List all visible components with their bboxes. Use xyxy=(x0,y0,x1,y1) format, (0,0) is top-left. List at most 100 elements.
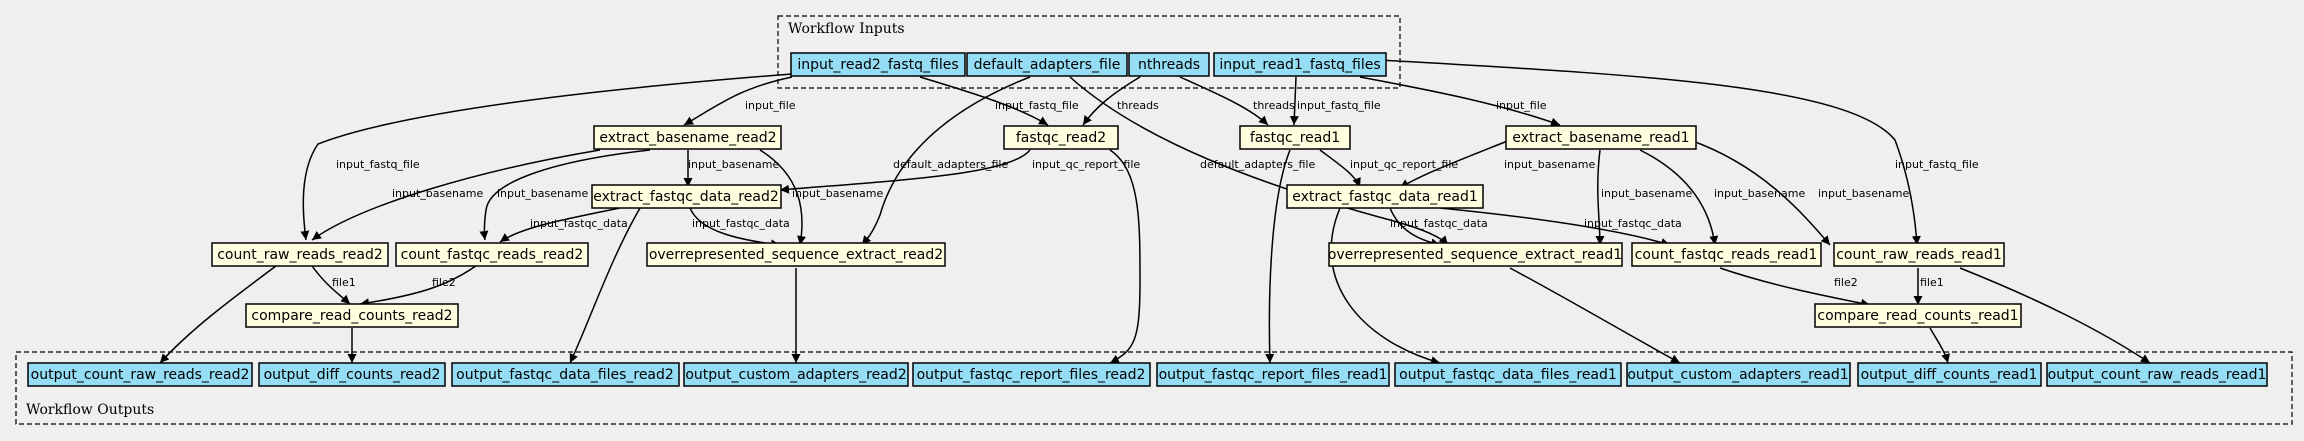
edge-nthreads-to-fastqc-read1 xyxy=(1179,76,1269,126)
edge-label-default-adapters-2: default_adapters_file xyxy=(893,158,1008,171)
edge-label-input-qc-report-file-1: input_qc_report_file xyxy=(1350,158,1458,171)
edge-label-file2-1: file2 xyxy=(1834,276,1858,289)
node-label: nthreads xyxy=(1138,57,1200,73)
edge-label-input-basename-count-raw2: input_basename xyxy=(392,187,483,200)
node-label: extract_fastqc_data_read1 xyxy=(1292,189,1478,205)
edge-compare1-to-diff-output1 xyxy=(1929,327,1950,364)
edge-label-input-file-1: input_file xyxy=(1496,99,1547,112)
node-label: compare_read_counts_read1 xyxy=(1817,308,2018,324)
node-compare-read-counts-read1[interactable]: compare_read_counts_read1 xyxy=(1814,303,2022,328)
edge-label-input-basename-count-raw1: input_basename xyxy=(1818,187,1909,200)
edge-basename1-to-extract-data1 xyxy=(1399,139,1511,189)
edge-label-input-fastq-file-count-raw1: input_fastq_file xyxy=(1895,158,1979,171)
node-label: output_diff_counts_read2 xyxy=(264,367,441,383)
edge-count-raw2-to-compare2 xyxy=(309,262,351,305)
edge-fastqc2-to-report-output2 xyxy=(1109,149,1141,364)
node-output-custom-adapters-read2[interactable]: output_custom_adapters_read2 xyxy=(683,362,909,387)
node-output-fastqc-report-files-read2[interactable]: output_fastqc_report_files_read2 xyxy=(912,362,1151,387)
edge-label-input-basename-count-fastqc2: input_basename xyxy=(497,187,588,200)
output-nodes: output_count_raw_reads_read2 output_diff… xyxy=(27,362,2268,387)
node-output-diff-counts-read2[interactable]: output_diff_counts_read2 xyxy=(258,362,446,387)
edge-label-input-basename-extract1: input_basename xyxy=(1504,158,1595,171)
edge-label-input-file-2: input_file xyxy=(745,99,796,112)
workflow-inputs-title: Workflow Inputs xyxy=(788,21,905,37)
edge-label-input-basename-extract2: input_basename xyxy=(688,158,779,171)
workflow-inputs-cluster: Workflow Inputs xyxy=(777,15,1401,89)
workflow-outputs-title: Workflow Outputs xyxy=(26,402,154,418)
edge-basename1-to-overrep1 xyxy=(1595,149,1605,246)
node-default-adapters-file[interactable]: default_adapters_file xyxy=(966,52,1128,77)
node-label: count_fastqc_reads_read2 xyxy=(401,247,584,263)
edge-input-read2-to-fastqc-read2 xyxy=(919,76,1049,126)
node-label: compare_read_counts_read2 xyxy=(251,308,452,324)
node-output-fastqc-data-files-read2[interactable]: output_fastqc_data_files_read2 xyxy=(451,362,680,387)
node-fastqc-read2[interactable]: fastqc_read2 xyxy=(1003,125,1119,150)
node-label: output_fastqc_report_files_read2 xyxy=(917,367,1146,383)
node-label: input_read2_fastq_files xyxy=(797,57,958,73)
node-label: output_diff_counts_read1 xyxy=(1861,367,2038,383)
edge-count-raw1-to-output1 xyxy=(1959,267,2151,364)
node-compare-read-counts-read2[interactable]: compare_read_counts_read2 xyxy=(245,303,459,328)
node-label: output_fastqc_data_files_read1 xyxy=(1399,367,1617,383)
edge-label-threads-fastqc2: threads xyxy=(1117,99,1159,112)
edge-extract-data1-to-count-fastqc1 xyxy=(1439,207,1671,247)
node-overrepresented-sequence-extract-read2[interactable]: overrepresented_sequence_extract_read2 xyxy=(646,242,946,267)
edge-nthreads-to-fastqc-read2 xyxy=(1082,76,1141,126)
node-output-fastqc-data-files-read1[interactable]: output_fastqc_data_files_read1 xyxy=(1394,362,1622,387)
edge-label-file2-2: file2 xyxy=(432,276,456,289)
node-label: overrepresented_sequence_extract_read2 xyxy=(649,247,943,263)
edge-basename1-to-count-fastqc1 xyxy=(1639,149,1719,246)
node-extract-basename-read2[interactable]: extract_basename_read2 xyxy=(593,125,782,150)
node-label: extract_basename_read1 xyxy=(1512,130,1689,146)
node-count-raw-reads-read1[interactable]: count_raw_reads_read1 xyxy=(1833,242,2005,267)
node-extract-fastqc-data-read1[interactable]: extract_fastqc_data_read1 xyxy=(1286,184,1484,209)
node-output-count-raw-reads-read2[interactable]: output_count_raw_reads_read2 xyxy=(27,362,253,387)
node-output-count-raw-reads-read1[interactable]: output_count_raw_reads_read1 xyxy=(2046,362,2268,387)
node-label: output_count_raw_reads_read2 xyxy=(31,367,250,383)
edge-labels: input_file input_fastq_file threads thre… xyxy=(332,99,1979,289)
node-count-fastqc-reads-read1[interactable]: count_fastqc_reads_read1 xyxy=(1631,242,1822,267)
edge-input-read1-to-fastqc-read1 xyxy=(1289,76,1299,126)
edge-label-default-adapters-1: default_adapters_file xyxy=(1200,158,1315,171)
node-label: output_fastqc_data_files_read2 xyxy=(456,367,674,383)
node-input-read2-fastq-files[interactable]: input_read2_fastq_files xyxy=(790,52,966,77)
edge-label-file1-2: file1 xyxy=(332,276,356,289)
node-fastqc-read1[interactable]: fastqc_read1 xyxy=(1239,125,1351,150)
edge-label-threads-fastqc1: threads xyxy=(1253,99,1295,112)
edge-label-input-basename-count-fastqc1: input_basename xyxy=(1714,187,1805,200)
node-count-raw-reads-read2[interactable]: count_raw_reads_read2 xyxy=(211,242,389,267)
node-extract-fastqc-data-read2[interactable]: extract_fastqc_data_read2 xyxy=(591,184,782,209)
edge-label-input-fastqc-data-count2: input_fastqc_data xyxy=(530,217,628,230)
edge-fastqc2-to-extract-data2 xyxy=(779,149,1031,194)
node-output-fastqc-report-files-read1[interactable]: output_fastqc_report_files_read1 xyxy=(1156,362,1390,387)
edge-label-input-fastqc-data-overrep1: input_fastqc_data xyxy=(1390,217,1488,230)
edge-input-read2-to-count-raw-reads-read2 xyxy=(300,73,793,241)
edge-extract-data2-to-count-fastqc2 xyxy=(499,207,621,243)
edge-label-input-basename-overrep1: input_basename xyxy=(1601,187,1692,200)
node-label: input_read1_fastq_files xyxy=(1219,57,1380,73)
node-label: extract_fastqc_data_read2 xyxy=(593,189,779,205)
node-label: count_raw_reads_read2 xyxy=(217,247,383,263)
edge-fastqc1-to-extract-data1 xyxy=(1319,149,1361,188)
node-output-diff-counts-read1[interactable]: output_diff_counts_read1 xyxy=(1857,362,2042,387)
node-count-fastqc-reads-read2[interactable]: count_fastqc_reads_read2 xyxy=(395,242,589,267)
node-label: fastqc_read1 xyxy=(1250,130,1340,146)
input-nodes: input_read2_fastq_files default_adapters… xyxy=(790,52,1387,77)
edge-overrep1-to-adapters-output1 xyxy=(1509,267,1681,364)
edge-label-file1-1: file1 xyxy=(1920,276,1944,289)
node-label: default_adapters_file xyxy=(974,57,1121,73)
edge-label-input-qc-report-file-2: input_qc_report_file xyxy=(1032,158,1140,171)
node-overrepresented-sequence-extract-read1[interactable]: overrepresented_sequence_extract_read1 xyxy=(1328,242,1623,267)
node-extract-basename-read1[interactable]: extract_basename_read1 xyxy=(1505,125,1697,150)
node-input-read1-fastq-files[interactable]: input_read1_fastq_files xyxy=(1213,52,1387,77)
node-label: overrepresented_sequence_extract_read1 xyxy=(1328,247,1622,263)
edge-label-input-fastq-file-fastqc2: input_fastq_file xyxy=(995,99,1079,112)
edge-basename2-to-overrep2 xyxy=(759,149,806,246)
edge-fastqc1-to-report-output1 xyxy=(1265,149,1291,364)
node-output-custom-adapters-read1[interactable]: output_custom_adapters_read1 xyxy=(1626,362,1851,387)
edge-count-raw2-to-output2 xyxy=(159,262,281,364)
node-nthreads[interactable]: nthreads xyxy=(1128,52,1210,77)
step-nodes: extract_basename_read2 fastqc_read2 fast… xyxy=(211,125,2022,328)
edge-input-read2-to-extract-basename-read2 xyxy=(683,76,793,126)
